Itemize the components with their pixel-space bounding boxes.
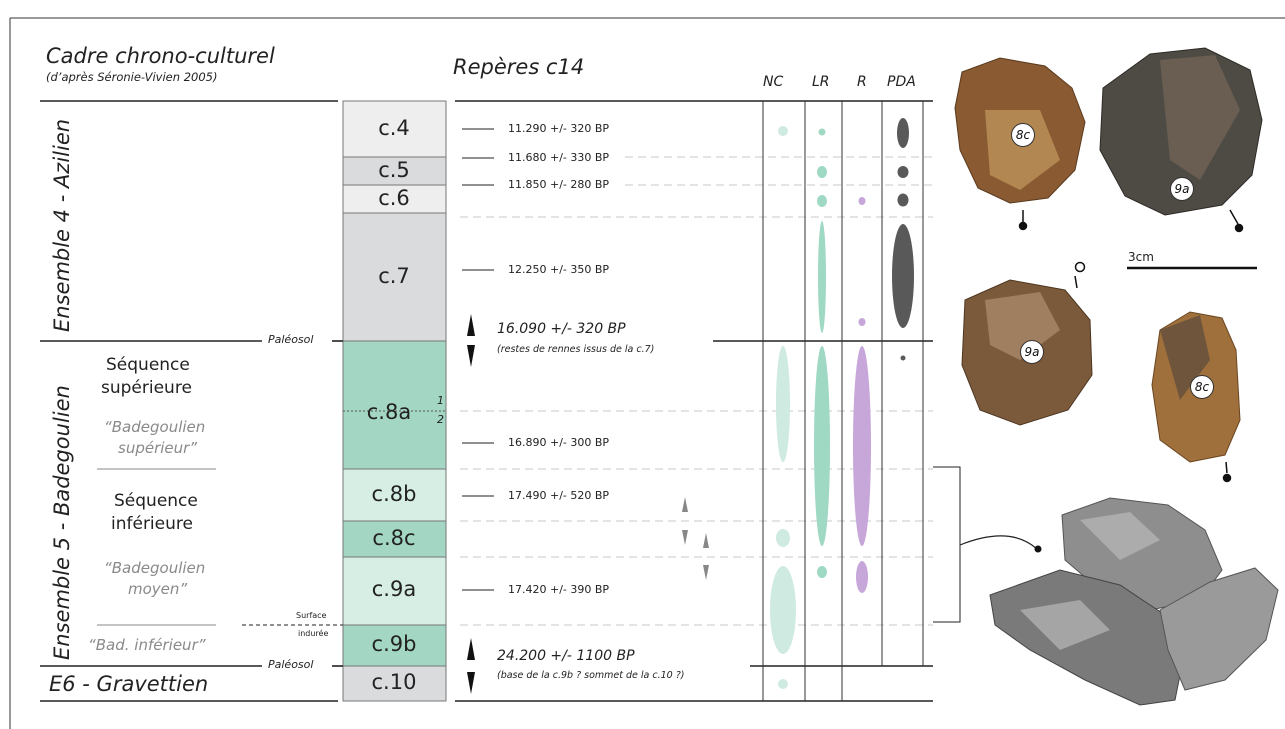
nc-mark-c9a <box>770 566 796 654</box>
layer-c9b: c.9b <box>371 632 417 656</box>
date-c6: 11.850 +/- 280 BP <box>508 178 610 191</box>
key-date-2: 24.200 +/- 1100 BP <box>497 648 635 664</box>
date-c9a: 17.420 +/- 390 BP <box>508 583 610 596</box>
layer-c8b: c.8b <box>371 482 417 506</box>
r-mark-c8 <box>853 346 871 546</box>
dashed-guides <box>460 156 933 626</box>
grey-arrow-down-1 <box>682 530 688 545</box>
phase-inf-line1: “Badegoulien <box>104 559 206 577</box>
seq-inf-line2: inférieure <box>111 514 193 534</box>
presence-columns <box>762 101 924 701</box>
cell-c7 <box>342 212 447 342</box>
page-subtitle: (d’après Séronie-Vivien 2005) <box>46 70 218 84</box>
seq-sup-line2: supérieure <box>101 378 192 398</box>
ensemble-5-label: Ensemble 5 - Badegoulien <box>50 385 74 660</box>
lr-mark-c7 <box>818 221 826 333</box>
induree-label: indurée <box>298 629 329 638</box>
artefact-label-9a-mid: 9a <box>1020 340 1044 364</box>
c8a-sub-2: 2 <box>437 413 444 426</box>
phase-sup-line1: “Badegoulien <box>104 418 206 436</box>
grey-arrow-up-2 <box>703 533 709 548</box>
layer-c7: c.7 <box>378 264 410 288</box>
nc-mark-c4 <box>778 126 788 136</box>
date-c5: 11.680 +/- 330 BP <box>508 151 610 164</box>
seq-sup-line1: Séquence <box>106 355 190 375</box>
date-c8b: 17.490 +/- 520 BP <box>508 489 610 502</box>
col-header-pda: PDA <box>887 74 916 90</box>
r-mark-c9a <box>856 561 868 593</box>
seq-inf-line1: Séquence <box>114 491 198 511</box>
col-header-nc: NC <box>763 74 784 90</box>
c8a-sub-1: 1 <box>437 394 444 407</box>
paleosol-label-1: Paléosol <box>268 333 314 346</box>
arrow-up-1 <box>467 314 475 336</box>
paleosol-label-2: Paléosol <box>268 658 314 671</box>
lr-mark-c6 <box>817 195 827 207</box>
date-c7: 12.250 +/- 350 BP <box>508 263 610 276</box>
nc-mark-c8c <box>776 529 790 547</box>
pda-mark-c6 <box>897 193 909 207</box>
layer-c8c: c.8c <box>372 526 416 550</box>
lr-mark-c9a <box>817 566 827 578</box>
grey-arrow-down-2 <box>703 565 709 580</box>
layer-c8a: c.8a <box>366 400 412 424</box>
pda-mark-c8a <box>900 355 906 361</box>
surface-label: Surface <box>296 611 327 620</box>
cell-c10 <box>342 665 447 702</box>
refit-connector <box>959 535 1038 550</box>
lr-mark-c8 <box>814 346 830 546</box>
lr-mark-c5 <box>817 166 827 178</box>
arrow-up-2 <box>467 638 475 660</box>
lr-mark-c4 <box>818 128 826 136</box>
cell-c6 <box>342 184 447 214</box>
nc-mark-c8a <box>776 346 790 462</box>
arrow-down-2 <box>467 672 475 694</box>
layer-c10: c.10 <box>371 670 417 694</box>
key-date-2-note: (base de la c.9b ? sommet de la c.10 ?) <box>497 670 685 681</box>
layer-c5: c.5 <box>378 158 410 182</box>
arrow-down-1 <box>467 345 475 367</box>
r-mark-c7 <box>858 318 866 326</box>
cell-c5 <box>342 156 447 186</box>
date-c4: 11.290 +/- 320 BP <box>508 122 610 135</box>
date-ticks <box>462 128 494 591</box>
layer-c6: c.6 <box>378 186 410 210</box>
cell-c8b <box>342 468 447 522</box>
date-c8a: 16.890 +/- 300 BP <box>508 436 610 449</box>
col-header-lr: LR <box>812 74 830 90</box>
cell-c8c <box>342 520 447 558</box>
page-title: Cadre chrono-culturel <box>46 44 275 68</box>
phase-inf-line2: moyen” <box>128 580 188 598</box>
refit-bracket <box>933 466 961 623</box>
cell-c4 <box>342 100 447 158</box>
scale-label: 3cm <box>1128 250 1154 264</box>
nc-mark-c10 <box>778 679 788 689</box>
pda-mark-c7 <box>892 224 914 328</box>
artefact-label-8c-mid: 8c <box>1190 375 1214 399</box>
artefact-label-8c-top: 8c <box>1011 123 1035 147</box>
phase-bad-inf: “Bad. inférieur” <box>88 636 206 654</box>
orientation-symbols <box>1018 209 1244 483</box>
cell-c8a <box>342 340 447 470</box>
r-mark-c6 <box>858 197 866 205</box>
layer-c4: c.4 <box>378 116 410 140</box>
ensemble-6-label: E6 - Gravettien <box>49 672 209 696</box>
artefact-label-9a-top: 9a <box>1170 177 1194 201</box>
grey-arrow-up-1 <box>682 497 688 512</box>
ensemble-4-label: Ensemble 4 - Azilien <box>50 118 74 332</box>
key-date-1: 16.090 +/- 320 BP <box>497 321 626 337</box>
col-header-r: R <box>857 74 867 90</box>
pda-mark-c4 <box>897 118 909 148</box>
refit-right <box>1159 567 1279 691</box>
pda-mark-c5 <box>897 166 909 178</box>
layer-c9a: c.9a <box>371 577 417 601</box>
c14-title: Repères c14 <box>453 55 585 79</box>
phase-sup-line2: supérieur” <box>118 439 198 457</box>
key-date-1-note: (restes de rennes issus de la c.7) <box>497 344 655 355</box>
